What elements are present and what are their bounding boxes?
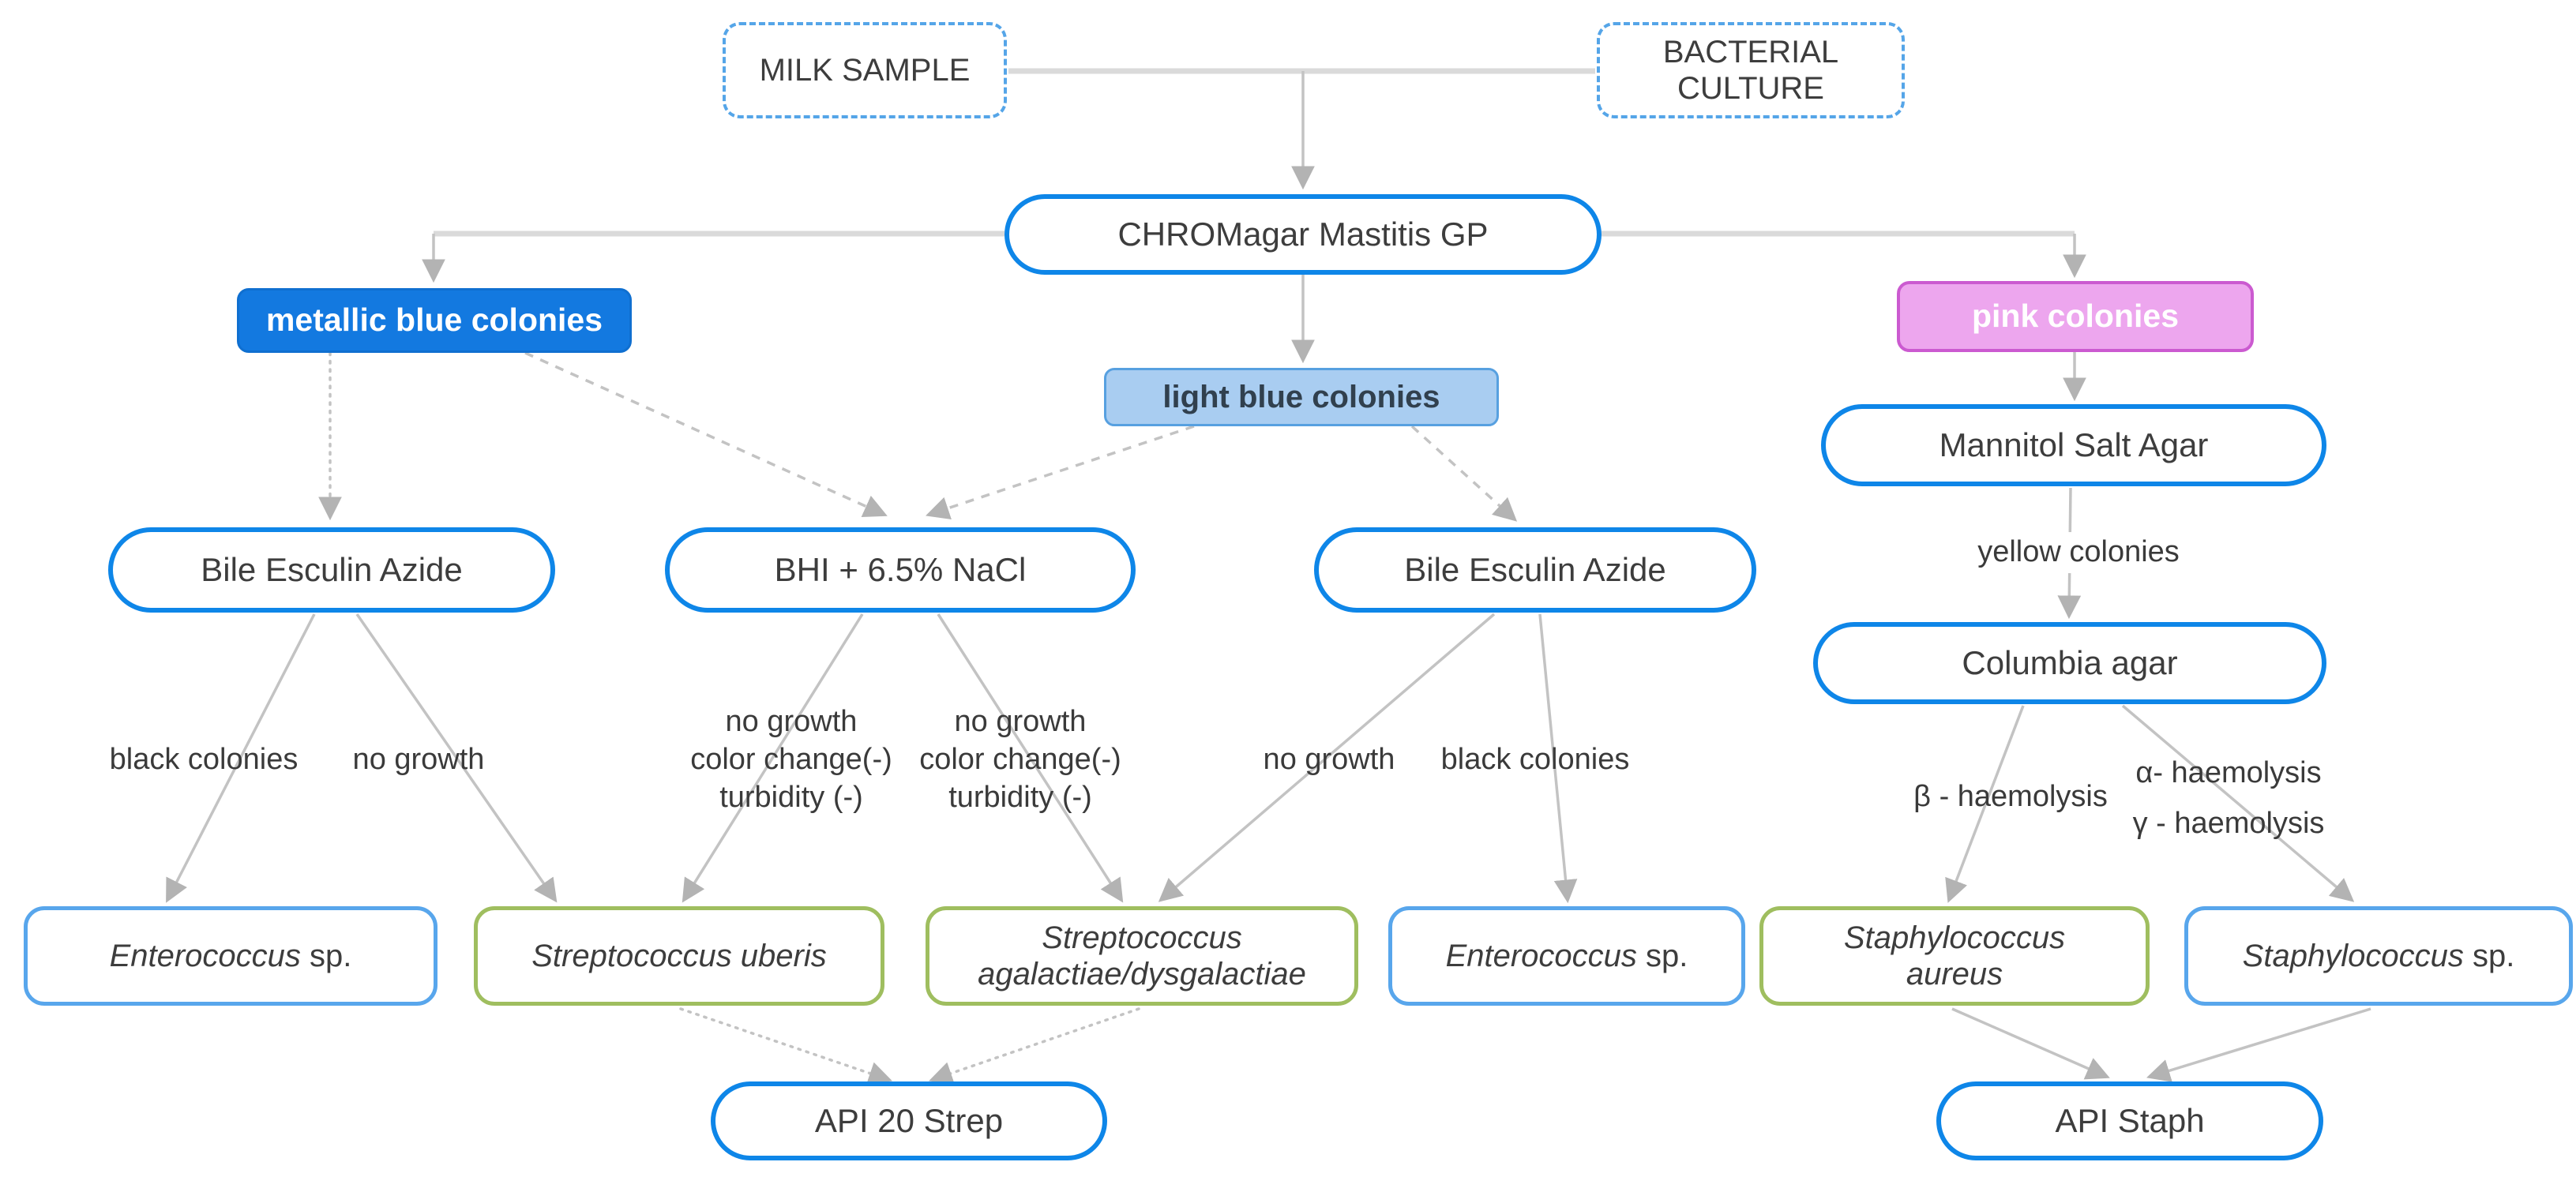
label-alpha-haemolysis: α- haemolysis xyxy=(2135,756,2322,790)
api-staph-label: API Staph xyxy=(2055,1101,2205,1139)
edge-lightblue-to-bileright xyxy=(1410,425,1518,522)
enterococcus-right-genus: Enterococcus xyxy=(1445,939,1637,973)
node-chromagar: CHROMagar Mastitis GP xyxy=(1004,194,1602,275)
node-streptococcus-uberis: Streptococcus uberis xyxy=(474,906,884,1006)
node-enterococcus-right: Enterococcus sp. xyxy=(1388,906,1745,1006)
bhi-result-right-line1: no growth xyxy=(954,705,1087,739)
label-no-growth-left: no growth xyxy=(352,743,485,777)
api-20-strep-label: API 20 Strep xyxy=(814,1101,1004,1139)
bacterial-culture-line1: BACTERIAL xyxy=(1662,35,1839,69)
staph-aureus-line1: Staphylococcus xyxy=(1843,920,2066,955)
node-streptococcus-agalactiae: Streptococcus agalactiae/dysgalactiae xyxy=(926,906,1358,1006)
edge-lightblue-to-bhi xyxy=(926,425,1195,520)
node-bhi-nacl: BHI + 6.5% NaCl xyxy=(665,527,1136,613)
bhi-result-left-line2: color change(-) xyxy=(690,743,892,777)
edge-metallic-to-bhi xyxy=(524,351,888,518)
node-mannitol-salt-agar: Mannitol Salt Agar xyxy=(1821,404,2326,486)
label-gamma-haemolysis: γ - haemolysis xyxy=(2132,807,2325,841)
node-api-staph: API Staph xyxy=(1936,1081,2323,1160)
node-bile-esculin-right: Bile Esculin Azide xyxy=(1314,527,1756,613)
bile-esculin-right-label: Bile Esculin Azide xyxy=(1404,550,1666,588)
metallic-blue-label: metallic blue colonies xyxy=(265,302,603,339)
edge-bileleft-to-enteroleft xyxy=(166,613,316,903)
node-milk-sample: MILK SAMPLE xyxy=(723,22,1007,118)
label-black-colonies-right: black colonies xyxy=(1440,743,1630,777)
edge-bhi-to-agalactiae xyxy=(937,613,1124,903)
label-beta-haemolysis: β - haemolysis xyxy=(1913,780,2108,814)
pink-label: pink colonies xyxy=(1972,298,2179,335)
edge-columbia-to-staphsp xyxy=(2121,704,2355,902)
bacterial-culture-line2: CULTURE xyxy=(1677,71,1824,106)
edge-bileright-to-enteroright xyxy=(1538,613,1578,904)
enterococcus-left-genus: Enterococcus xyxy=(109,939,301,973)
node-staphylococcus-aureus: Staphylococcus aureus xyxy=(1759,906,2150,1006)
node-metallic-blue-colonies: metallic blue colonies xyxy=(237,288,632,353)
edge-columbia-to-aureus xyxy=(1945,705,2025,903)
node-bacterial-culture: BACTERIAL CULTURE xyxy=(1597,22,1905,118)
staph-sp-suffix: sp. xyxy=(2463,939,2515,973)
staph-sp-genus: Staphylococcus xyxy=(2242,939,2464,973)
bile-esculin-left-label: Bile Esculin Azide xyxy=(201,550,463,588)
bhi-result-right-line2: color change(-) xyxy=(919,743,1121,777)
columbia-label: Columbia agar xyxy=(1962,643,2178,681)
edge-bileright-to-agalactiae xyxy=(1158,613,1496,902)
bhi-result-right-line3: turbidity (-) xyxy=(948,780,1092,814)
bhi-result-left-line1: no growth xyxy=(725,705,858,739)
enterococcus-left-suffix: sp. xyxy=(300,939,352,973)
label-black-colonies-left: black colonies xyxy=(109,743,299,777)
edge-uberis-to-api20 xyxy=(679,1007,892,1085)
edge-bileleft-to-uberis xyxy=(355,613,558,903)
enterococcus-right-suffix: sp. xyxy=(1636,939,1688,973)
edge-agalactiae-to-api20 xyxy=(929,1007,1140,1085)
label-no-growth-right: no growth xyxy=(1263,743,1395,777)
node-pink-colonies: pink colonies xyxy=(1897,281,2254,352)
edge-staphsp-to-apistaph xyxy=(2146,1007,2371,1082)
chromagar-label: CHROMagar Mastitis GP xyxy=(1117,215,1489,253)
edge-aureus-to-apistaph xyxy=(1951,1007,2110,1080)
milk-sample-label: MILK SAMPLE xyxy=(759,53,971,88)
node-api-20-strep: API 20 Strep xyxy=(711,1081,1107,1160)
strep-uberis-name: Streptococcus uberis xyxy=(531,939,827,973)
node-light-blue-colonies: light blue colonies xyxy=(1104,368,1499,426)
bhi-result-left-line3: turbidity (-) xyxy=(719,780,863,814)
strep-agalactiae-line2: agalactiae/dysgalactiae xyxy=(978,957,1306,991)
mannitol-label: Mannitol Salt Agar xyxy=(1939,425,2209,463)
bhi-nacl-label: BHI + 6.5% NaCl xyxy=(774,550,1027,588)
label-yellow-colonies: yellow colonies xyxy=(1970,532,2187,573)
edge-bhi-to-uberis xyxy=(682,613,864,903)
node-staphylococcus-sp: Staphylococcus sp. xyxy=(2184,906,2573,1006)
label-bhi-result-left: no growth color change(-) turbidity (-) xyxy=(690,703,892,817)
node-bile-esculin-left: Bile Esculin Azide xyxy=(108,527,555,613)
staph-aureus-line2: aureus xyxy=(1906,957,2003,991)
light-blue-label: light blue colonies xyxy=(1162,380,1440,414)
node-columbia-agar: Columbia agar xyxy=(1813,622,2326,704)
node-enterococcus-left: Enterococcus sp. xyxy=(24,906,437,1006)
label-bhi-result-right: no growth color change(-) turbidity (-) xyxy=(919,703,1121,817)
strep-agalactiae-line1: Streptococcus xyxy=(1042,920,1242,955)
